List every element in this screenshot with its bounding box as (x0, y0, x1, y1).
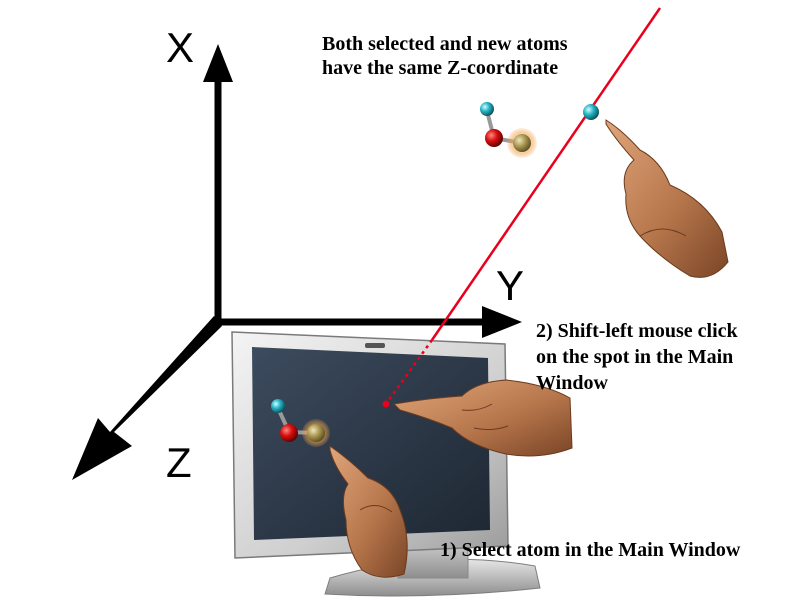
molecule-screen-hydrogen-atom (271, 399, 285, 413)
molecule-screen-oxygen-atom (280, 424, 298, 442)
monitor-screen (252, 347, 490, 540)
y-axis-label: Y (496, 262, 524, 309)
step2-line-2: on the spot in the Main (536, 346, 733, 368)
monitor-icon (231, 331, 541, 597)
y-axis-arrowhead (482, 306, 522, 338)
axes: X Y Z (72, 24, 524, 486)
molecule-3d-hydrogen-atom (480, 102, 494, 116)
click-spot (382, 400, 390, 408)
x-axis-label: X (166, 24, 194, 71)
new-atom (583, 104, 599, 120)
step2-line-1: 2) Shift-left mouse click (536, 320, 739, 342)
pointing-hand-icon (329, 119, 729, 578)
molecule-icon (271, 399, 330, 447)
molecule-3d-selected-atom (513, 134, 531, 152)
z-axis-arrow (72, 316, 222, 480)
step1-caption: 1) Select atom in the Main Window (440, 539, 741, 561)
projection-line-dotted (384, 339, 434, 405)
step2-line-3: Window (536, 372, 608, 394)
top-note-line-2: have the same Z-coordinate (322, 57, 558, 79)
x-axis-arrowhead (203, 44, 233, 82)
monitor-webcam (365, 343, 385, 348)
projection-line (382, 7, 662, 408)
z-axis-label: Z (166, 439, 192, 486)
annotations: Both selected and new atoms have the sam… (322, 33, 741, 561)
projection-line-solid (430, 7, 662, 341)
molecule-3d (480, 102, 599, 158)
molecule-screen-selected-atom (307, 424, 325, 442)
hand-new-atom (605, 119, 729, 278)
molecule-3d-oxygen-atom (485, 129, 503, 147)
hand-select-atom (329, 445, 408, 578)
top-note-line-1: Both selected and new atoms (322, 33, 568, 55)
hand-click-spot (392, 379, 573, 457)
